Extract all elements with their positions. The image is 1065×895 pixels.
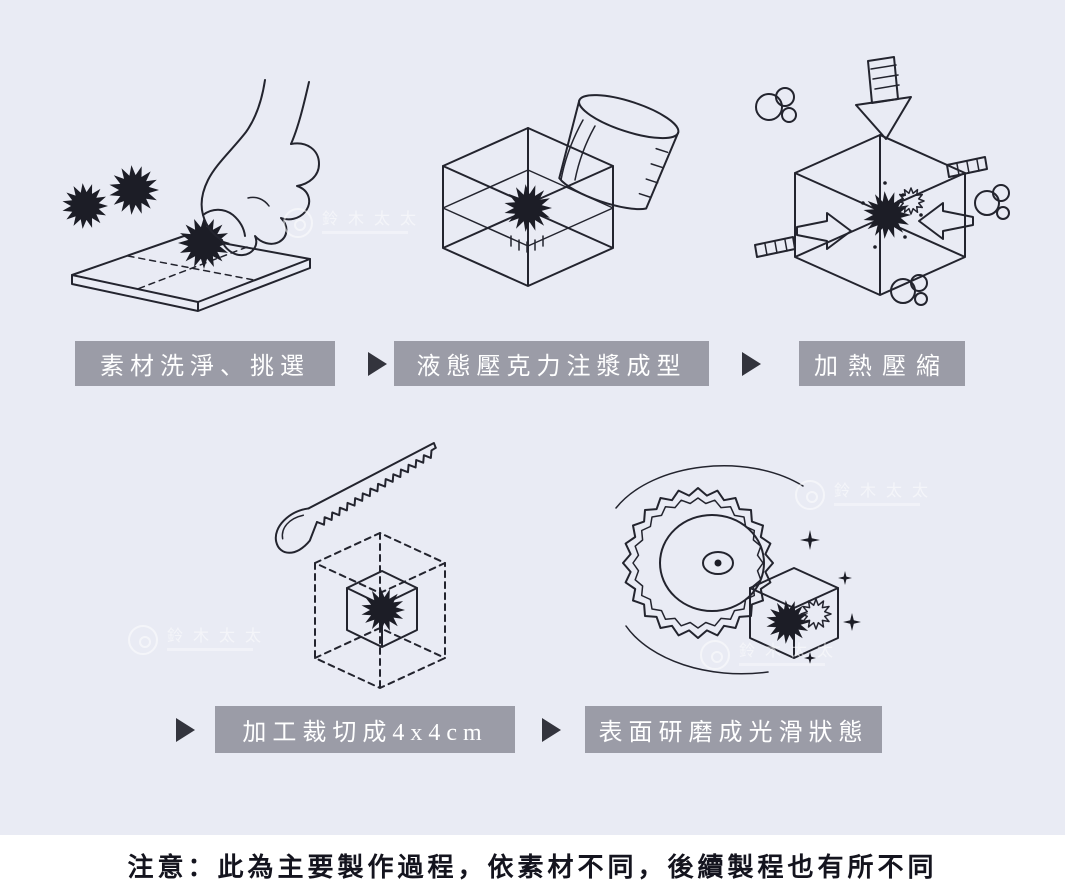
flow-arrow-icon <box>176 718 195 742</box>
spiky-burst-outline <box>897 187 925 215</box>
press-arrow-left-icon <box>796 212 852 250</box>
step-label-3: 加熱壓縮 <box>799 341 965 386</box>
spiky-ball-icon <box>109 165 159 215</box>
flow-arrow-icon <box>542 718 561 742</box>
sparkle-icon <box>838 571 852 585</box>
plate <box>71 235 311 312</box>
cutting-guide-cube <box>314 532 446 689</box>
motion-arc-bottom <box>625 625 769 675</box>
steam-cloud-icon <box>890 274 928 306</box>
illustration-step5-polishing <box>615 465 861 675</box>
spiky-burst-outline <box>800 598 832 630</box>
step-label-4: 加工裁切成4x4cm <box>215 706 515 753</box>
mold-cube <box>442 127 614 287</box>
footer-note-bar: 注意：此為主要製作過程，依素材不同，後續製程也有所不同 <box>0 835 1065 895</box>
step-label-1: 素材洗淨、挑選 <box>75 341 335 386</box>
sparkle-icon <box>800 530 820 550</box>
illustration-step1-hand-picking <box>62 79 320 312</box>
spiky-ball-icon <box>504 184 552 232</box>
illustration-step4-saw-cutting <box>274 442 446 689</box>
illustration-step3-heat-compression <box>754 56 1010 306</box>
step-label-5: 表面研磨成光滑狀態 <box>585 706 882 753</box>
flow-arrow-icon <box>742 352 761 376</box>
spiky-ball-icon <box>766 600 810 644</box>
press-arrow-down-icon <box>855 56 912 140</box>
polishing-wheel-icon <box>622 487 774 639</box>
illustration-step2-pouring-mold <box>442 94 680 287</box>
press-arrow-right-icon <box>918 202 974 240</box>
liquid-hatching <box>510 235 544 253</box>
step-label-2: 液態壓克力注漿成型 <box>394 341 709 386</box>
sparkle-icon <box>843 613 861 631</box>
spiky-ball-icon <box>361 588 405 632</box>
striped-rod-left <box>754 236 796 258</box>
pour-stream <box>560 119 596 181</box>
spiky-ball-icon <box>62 183 108 229</box>
spiky-ball-icon <box>178 217 230 269</box>
striped-rod-right <box>946 156 988 178</box>
motion-arc-top <box>615 465 804 509</box>
steam-cloud-icon <box>755 87 797 123</box>
sparkle-icon <box>804 652 816 664</box>
hand-icon <box>200 79 320 257</box>
measuring-cup-icon <box>558 94 680 211</box>
specks <box>861 181 923 249</box>
footer-note-text: 注意：此為主要製作過程，依素材不同，後續製程也有所不同 <box>127 852 938 882</box>
watermark-logo-icon <box>128 625 158 655</box>
spiky-ball-icon <box>863 191 911 239</box>
flow-arrow-icon <box>368 352 387 376</box>
saw-icon <box>274 442 437 554</box>
steam-cloud-icon <box>974 184 1010 220</box>
